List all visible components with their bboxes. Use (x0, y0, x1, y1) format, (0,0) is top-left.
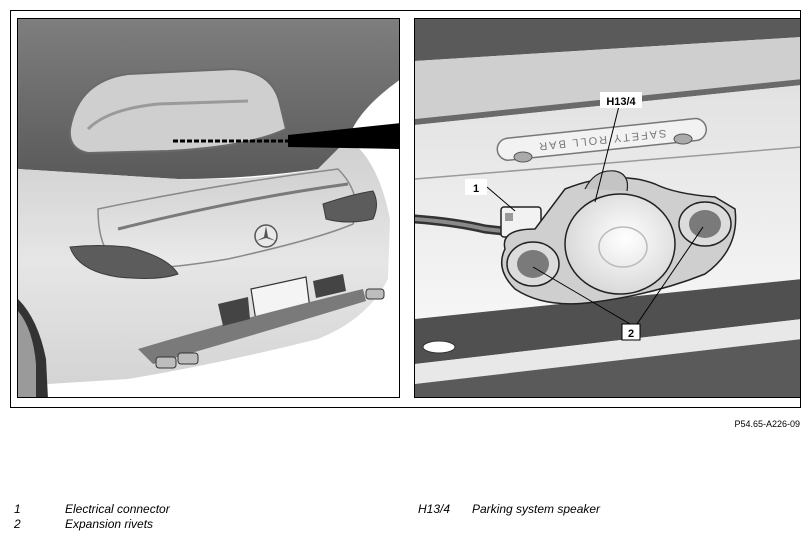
left-tail-light (69, 245, 179, 279)
callout-1: 1 (465, 179, 487, 195)
rear-diffuser (138, 289, 366, 364)
top-band (415, 19, 800, 61)
exhaust-left-2 (177, 352, 199, 365)
right-tail-light (322, 190, 377, 223)
bottom-band (415, 279, 800, 364)
legend-key-1: 1 (14, 502, 21, 516)
car-rear-view (17, 18, 400, 398)
callout-h13-4: H13/4 (600, 92, 642, 108)
expansion-rivet-right (689, 210, 721, 238)
car-illustration (18, 19, 399, 397)
speaker-detail-view: SAFETY ROLL BAR H13/4 (414, 18, 801, 398)
svg-text:1: 1 (473, 183, 479, 195)
legend-text-1: Electrical connector (65, 502, 170, 516)
legend-key-2: 2 (14, 517, 21, 531)
parking-system-speaker (564, 193, 676, 295)
svg-text:2: 2 (628, 328, 634, 340)
figure-code: P54.65-A226-09 (734, 419, 800, 429)
svg-text:H13/4: H13/4 (606, 96, 636, 108)
magnify-wedge (288, 123, 399, 149)
legend-text-2: Expansion rivets (65, 517, 154, 531)
speaker-illustration: SAFETY ROLL BAR H13/4 (415, 19, 800, 397)
legend-text-3: Parking system speaker (472, 502, 601, 516)
legend-key-3: H13/4 (418, 502, 451, 516)
rear-window (68, 67, 288, 155)
exhaust-right (365, 288, 385, 300)
expansion-rivet-left (517, 250, 549, 278)
exhaust-left-1 (155, 356, 177, 369)
callout-2: 2 (621, 323, 641, 341)
